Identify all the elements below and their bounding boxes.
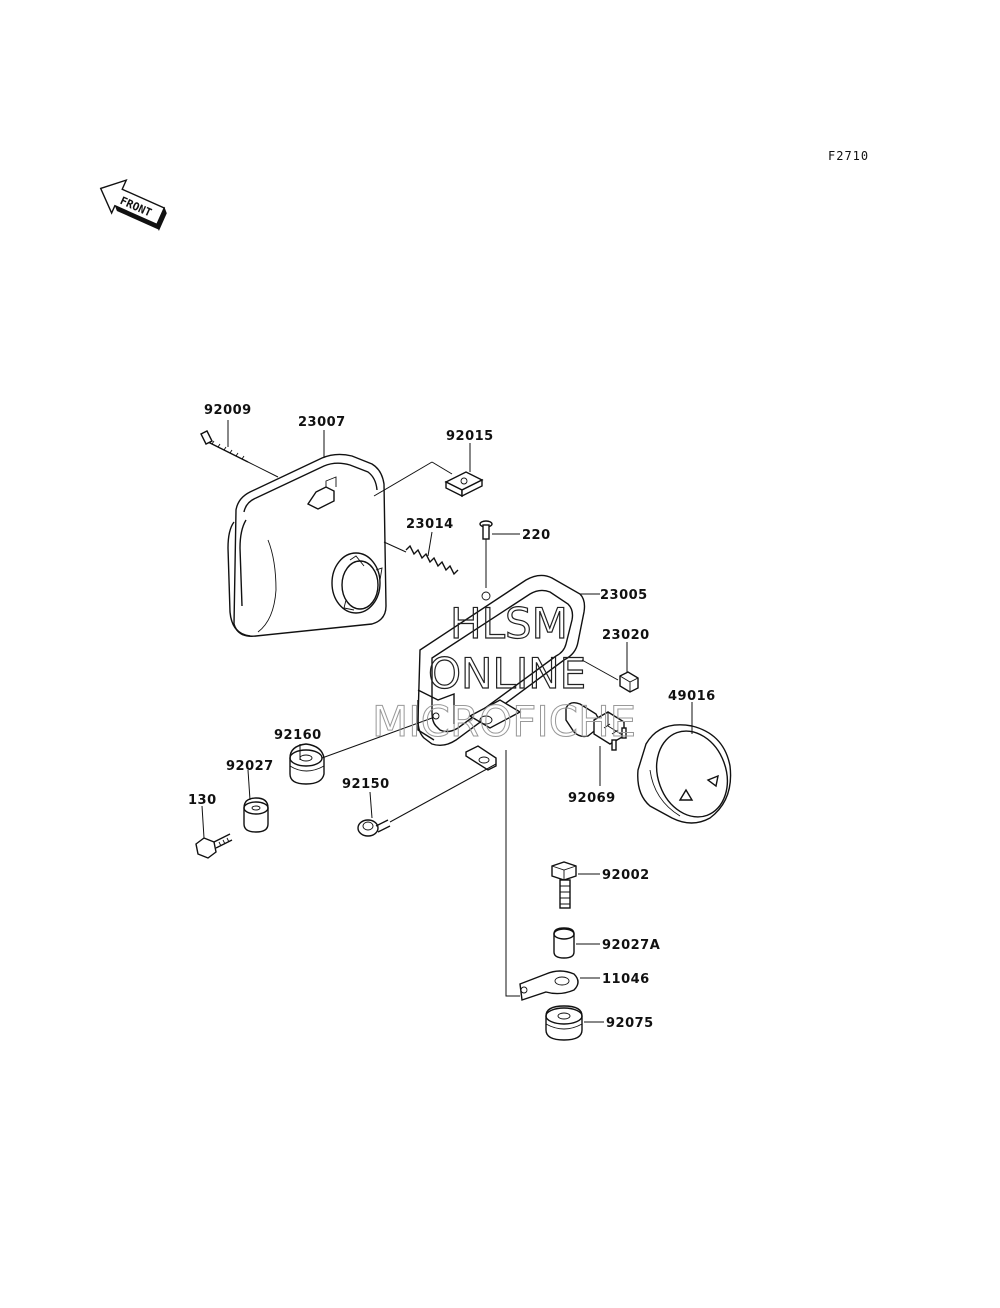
label-92015: 92015	[446, 429, 494, 444]
label-92027A: 92027A	[602, 938, 660, 953]
label-92069: 92069	[568, 791, 616, 806]
terminal-11046	[519, 970, 579, 1001]
figure-code: F2710	[828, 149, 869, 163]
label-130: 130	[188, 793, 217, 808]
label-23020: 23020	[602, 628, 650, 643]
label-92160: 92160	[274, 728, 322, 743]
grommet-92160	[289, 743, 325, 785]
screw-92009	[200, 430, 279, 478]
cover-49016	[637, 724, 732, 824]
headlight-housing-23007	[227, 453, 387, 637]
label-92150: 92150	[342, 777, 390, 792]
bulb-92069	[565, 701, 627, 786]
label-92075: 92075	[606, 1016, 654, 1031]
label-23014: 23014	[406, 517, 454, 532]
watermark-line1: HLSM	[450, 599, 568, 648]
damper-92075	[545, 1005, 583, 1041]
collar-92027	[243, 797, 269, 833]
screw-220	[479, 520, 493, 588]
bolt-92002	[551, 861, 577, 909]
front-arrow-icon: FRONT	[99, 178, 167, 232]
spring-23014	[383, 541, 459, 576]
watermark-line2: ONLINE	[428, 649, 586, 698]
nut-23020	[619, 671, 639, 693]
bolt-130	[195, 833, 233, 859]
label-92009: 92009	[204, 403, 252, 418]
label-92002: 92002	[602, 868, 650, 883]
label-220: 220	[522, 528, 551, 543]
label-23007: 23007	[298, 415, 346, 430]
label-49016: 49016	[668, 689, 716, 704]
watermark-line3: MICROFICHE	[372, 697, 636, 746]
label-23005: 23005	[600, 588, 648, 603]
screw-92150	[357, 763, 497, 837]
clip-92015	[444, 471, 484, 498]
label-11046: 11046	[602, 972, 650, 987]
label-92027: 92027	[226, 759, 274, 774]
bracket-23005	[417, 574, 586, 771]
collar-92027A	[553, 927, 575, 959]
